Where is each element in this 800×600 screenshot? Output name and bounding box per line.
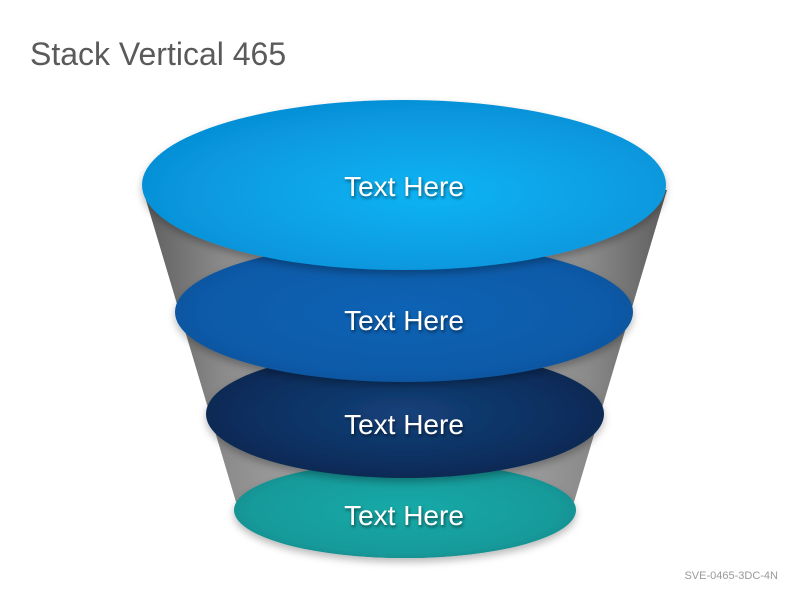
layer-1[interactable]: Text Here	[142, 100, 666, 270]
layer-1-disc	[142, 100, 666, 270]
slide-code: SVE-0465-3DC-4N	[684, 570, 778, 582]
layer-3[interactable]: Text Here	[206, 350, 604, 478]
layer-1-label: Text Here	[344, 171, 464, 202]
layer-4[interactable]: Text Here	[234, 462, 576, 558]
layer-3-label: Text Here	[344, 409, 464, 440]
layer-4-label: Text Here	[344, 500, 464, 531]
layer-3-disc	[206, 350, 604, 478]
layer-4-disc	[234, 462, 576, 558]
layer-2-label: Text Here	[344, 305, 464, 336]
layer-2-disc	[175, 242, 633, 382]
page-title: Stack Vertical 465	[30, 36, 287, 72]
layer-2[interactable]: Text Here	[175, 242, 633, 382]
